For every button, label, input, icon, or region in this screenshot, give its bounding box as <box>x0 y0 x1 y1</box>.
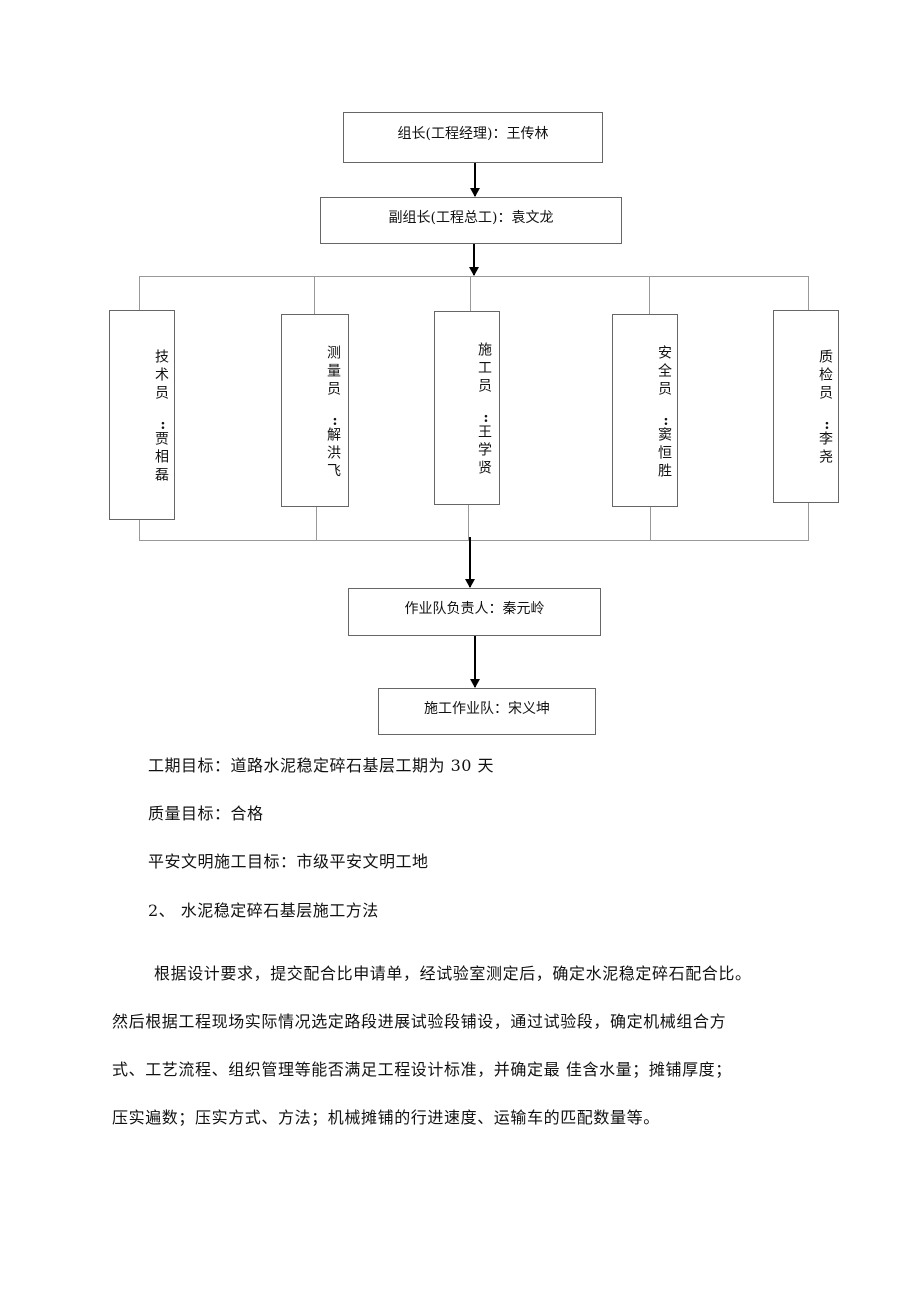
teamlead-label: 作业队负责人：秦元岭 <box>404 601 545 617</box>
team-label: 施工作业队：宋义坤 <box>424 701 550 717</box>
body-line: 式、工艺流程、组织管理等能否满足工程设计标准，并确定最 佳含水量；摊铺厚度； <box>112 1060 732 1079</box>
body-line: 压实遍数；压实方式、方法；机械摊铺的行进速度、运输车的匹配数量等。 <box>112 1108 660 1127</box>
staff-name: 李尧 <box>817 431 833 467</box>
leader-box: 组长(工程经理)：王传林 <box>343 112 603 163</box>
staff-box-safety: 安全员 : 窦恒胜 <box>612 314 678 507</box>
staff-role: 技术员 <box>153 349 169 403</box>
staff-colon: : <box>155 417 171 437</box>
staff-role: 安全员 <box>656 345 672 399</box>
staff-box-constructor: 施工员 : 王学贤 <box>434 311 500 505</box>
bottom-connector-line <box>139 540 809 541</box>
staff-role: 施工员 <box>476 342 492 396</box>
rise-line <box>650 506 651 540</box>
rise-line <box>139 519 140 540</box>
body-line: 根据设计要求，提交配合比申请单，经试验室测定后，确定水泥稳定碎石配合比。 <box>154 964 752 983</box>
staff-colon: : <box>819 417 835 437</box>
staff-name: 窦恒胜 <box>656 427 672 481</box>
schedule-goal: 工期目标：道路水泥稳定碎石基层工期为 30 天 <box>148 756 495 775</box>
rise-line <box>316 506 317 540</box>
deputy-box: 副组长(工程总工)：袁文龙 <box>320 197 622 244</box>
arrow-deputy-to-staff <box>469 244 479 276</box>
body-line: 然后根据工程现场实际情况选定路段进展试验段铺设，通过试验段，确定机械组合方 <box>112 1012 727 1031</box>
drop-line <box>808 276 809 310</box>
staff-role: 质检员 <box>817 349 833 403</box>
staff-colon: : <box>478 410 494 430</box>
staff-name: 王学贤 <box>476 424 492 478</box>
top-connector-line <box>139 276 809 277</box>
deputy-label: 副组长(工程总工)：袁文龙 <box>388 210 554 226</box>
staff-name: 解洪飞 <box>325 427 341 481</box>
drop-line <box>470 276 471 311</box>
teamlead-box: 作业队负责人：秦元岭 <box>348 588 601 636</box>
staff-role: 测量员 <box>325 345 341 399</box>
staff-colon: : <box>658 413 674 433</box>
arrow-teamlead-to-team <box>470 636 480 688</box>
staff-name: 贾相磊 <box>153 431 169 485</box>
staff-box-surveyor: 测量员 : 解洪飞 <box>281 314 349 507</box>
drop-line <box>649 276 650 314</box>
quality-goal: 质量目标：合格 <box>148 804 264 823</box>
leader-label: 组长(工程经理)：王传林 <box>397 126 549 142</box>
rise-line <box>468 504 469 540</box>
drop-line <box>139 276 140 310</box>
staff-box-inspector: 质检员 : 李尧 <box>773 310 839 503</box>
staff-colon: : <box>327 413 343 433</box>
section-heading: 2、 水泥稳定碎石基层施工方法 <box>148 901 379 920</box>
arrow-leader-to-deputy <box>470 163 480 197</box>
arrow-staff-to-teamlead <box>465 537 475 588</box>
rise-line <box>808 502 809 540</box>
team-box: 施工作业队：宋义坤 <box>378 688 596 735</box>
staff-box-technician: 技术员 : 贾相磊 <box>109 310 175 520</box>
safety-goal: 平安文明施工目标：市级平安文明工地 <box>148 852 429 871</box>
drop-line <box>314 276 315 314</box>
